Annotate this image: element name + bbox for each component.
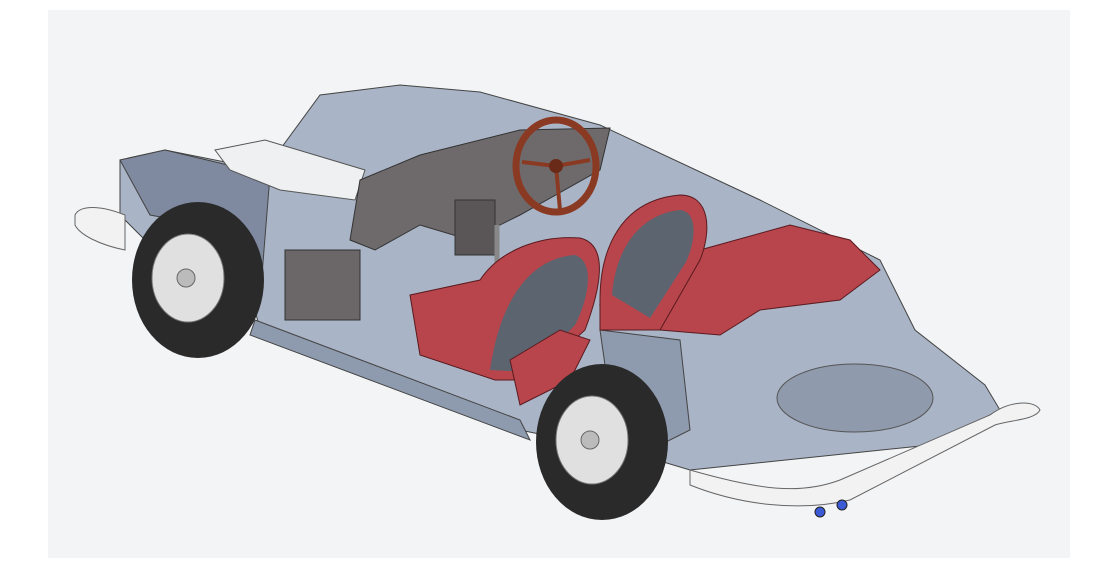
- engine-bay: [214, 139, 366, 201]
- dashboard: [349, 127, 611, 251]
- front-bumper: [74, 207, 126, 251]
- rear-bumper: [689, 402, 1041, 507]
- rear-wheel: [536, 364, 668, 520]
- steering-wheel: [512, 116, 600, 216]
- floor-side-shadow: [249, 319, 532, 441]
- car-chassis-model: [74, 84, 1041, 520]
- rear-lamp-left: [814, 506, 826, 518]
- rear-lamp-right: [836, 499, 848, 511]
- passenger-seat: [599, 194, 708, 331]
- spare-wheel-well: [776, 363, 934, 433]
- front-wheel: [132, 202, 264, 358]
- 3d-viewport[interactable]: [48, 10, 1070, 558]
- center-console: [454, 199, 496, 256]
- wheel-arch-trim: [509, 329, 591, 406]
- footwell-panel: [284, 249, 361, 321]
